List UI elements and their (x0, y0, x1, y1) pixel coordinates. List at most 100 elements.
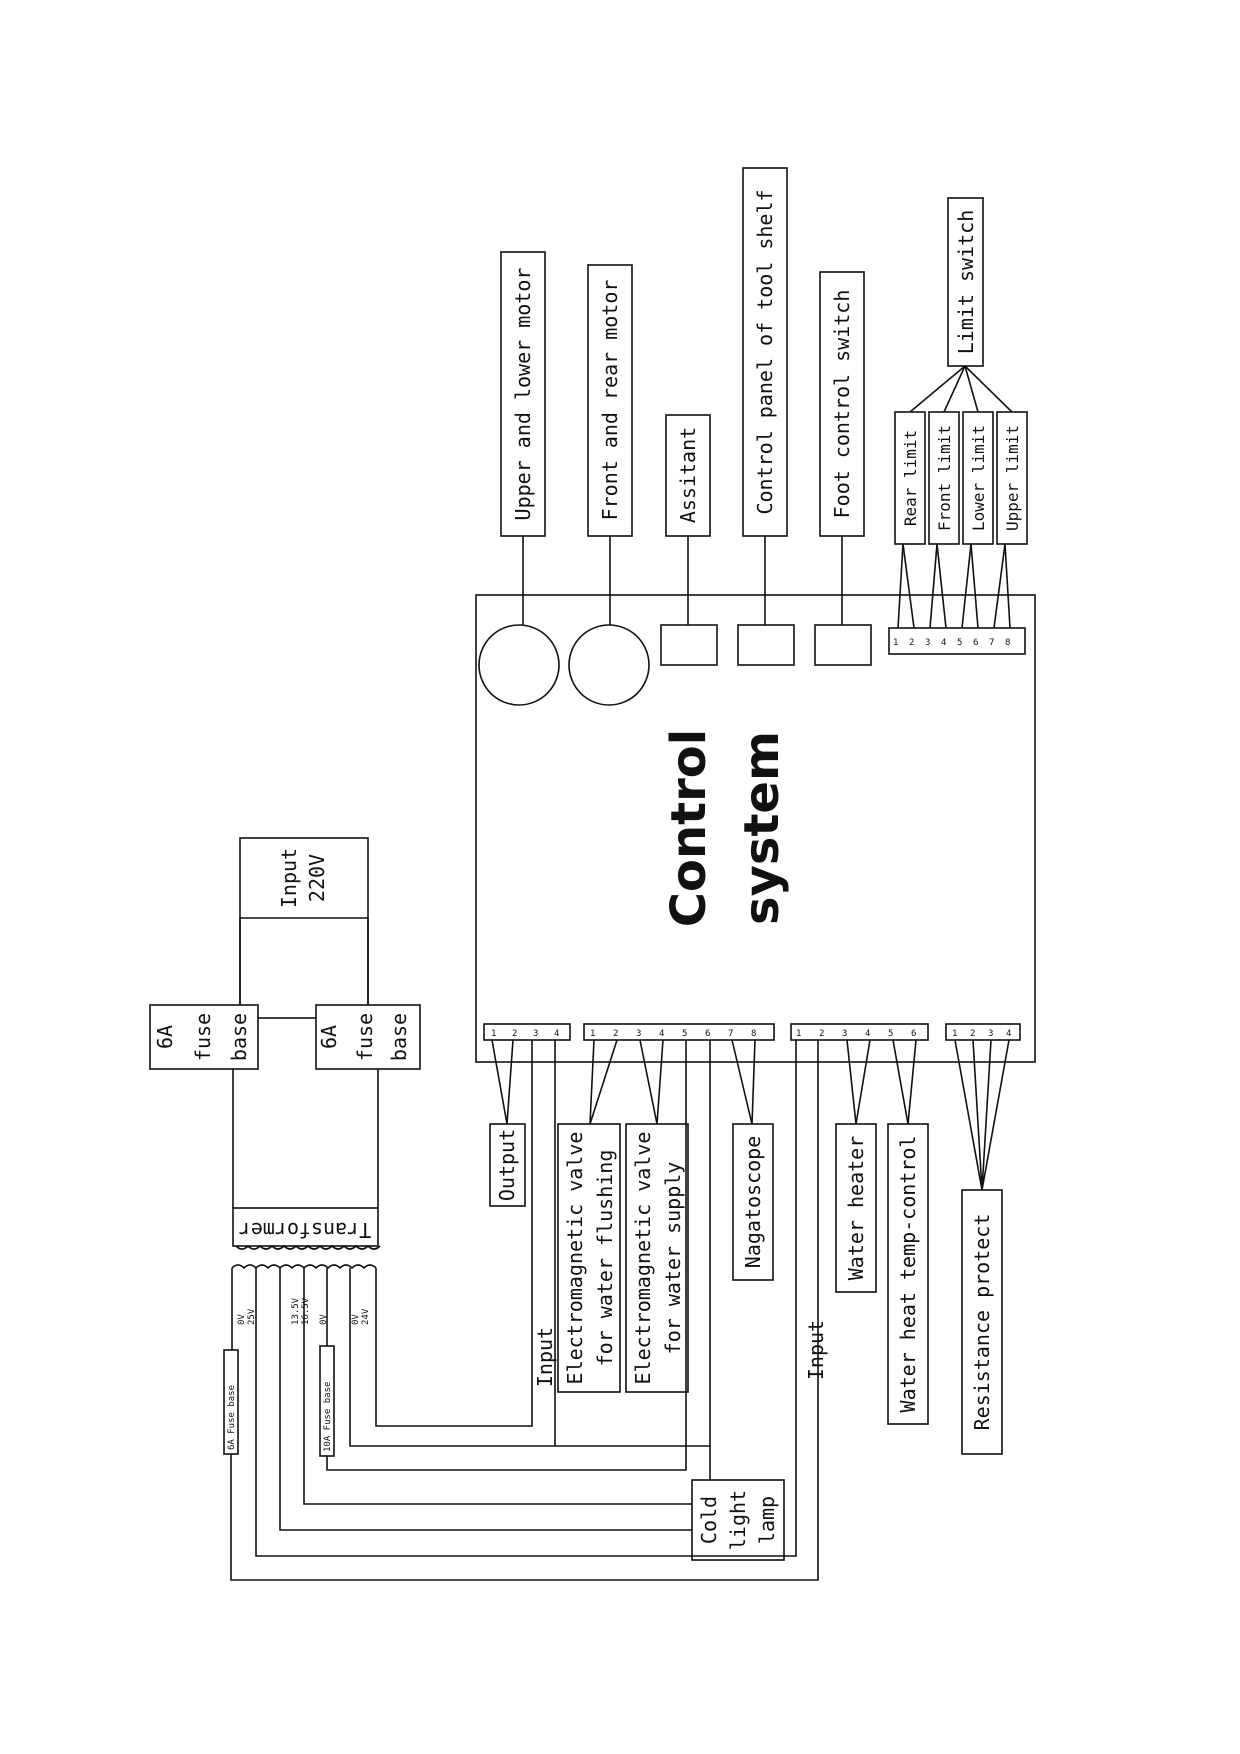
front-limit-label: Front limit (935, 425, 954, 531)
input-220v-line1: Input (277, 848, 301, 908)
svg-text:6: 6 (973, 638, 978, 648)
nagatoscope-box (732, 1123, 774, 1281)
svg-text:8: 8 (1005, 638, 1010, 648)
input-220v-line2: 220V (305, 854, 329, 902)
water-heater-label: Water heater (844, 1136, 868, 1281)
fuse-base-2-word2: base (387, 1013, 411, 1061)
transformer-box (232, 1207, 379, 1247)
resistance-protect-box (961, 1189, 1003, 1455)
fuse-base-1 (149, 1004, 259, 1070)
svg-text:4: 4 (941, 638, 946, 648)
limit-pin-connector (888, 627, 1026, 655)
limit-switch-label: Limit switch (954, 210, 978, 355)
connector-group-2: 1 2 3 4 5 6 7 8 (583, 1023, 775, 1041)
tool-shelf-panel-label: Control panel of tool shelf (753, 189, 777, 514)
front-rear-motor-symbol (568, 624, 650, 706)
fuse-base-1-amp: 6A (153, 1025, 177, 1049)
fuse-base-1-word1: fuse (191, 1013, 215, 1061)
connector-group-3: 1 2 3 4 5 6 (790, 1023, 929, 1041)
svg-text:2: 2 (512, 1029, 517, 1039)
svg-text:4: 4 (554, 1029, 559, 1039)
svg-text:1: 1 (491, 1029, 496, 1039)
upper-lower-motor-label: Upper and lower motor (511, 268, 535, 521)
heat-temp-control-box (887, 1123, 929, 1425)
valve-flushing-box (557, 1123, 621, 1393)
svg-text:7: 7 (989, 638, 994, 648)
svg-text:5: 5 (888, 1029, 893, 1039)
secondary-fuse-2-label: 10A Fuse base (323, 1382, 333, 1452)
svg-text:4: 4 (1006, 1029, 1011, 1039)
svg-text:7: 7 (728, 1029, 733, 1039)
fuse-base-1-word2: base (227, 1013, 251, 1061)
fuse-base-2-amp: 6A (317, 1025, 341, 1049)
output-label: Output (495, 1129, 519, 1201)
front-rear-motor-label: Front and rear motor (598, 280, 622, 521)
svg-text:5: 5 (957, 638, 962, 648)
svg-text:1: 1 (796, 1029, 801, 1039)
input-label-a: Input (533, 1327, 557, 1387)
cold-light-line1: Cold (697, 1496, 721, 1544)
foot-switch-label: Foot control switch (830, 290, 854, 519)
upper-lower-motor-box (500, 251, 546, 537)
svg-text:8: 8 (751, 1029, 756, 1039)
svg-text:6: 6 (705, 1029, 710, 1039)
connector-group-1: 1 2 3 4 (483, 1023, 571, 1041)
valve-flushing-line2: for water flushing (593, 1150, 617, 1367)
transformer-primary-coil (235, 1244, 381, 1250)
assistant-box (665, 414, 711, 537)
cold-light-line2: light (726, 1490, 750, 1550)
cold-light-lamp-box (691, 1479, 785, 1561)
svg-text:5: 5 (682, 1029, 687, 1039)
svg-text:3: 3 (842, 1029, 847, 1039)
lower-limit-box (962, 411, 994, 545)
transformer-secondary-coil (231, 1264, 377, 1270)
upper-lower-motor-symbol (478, 624, 560, 706)
valve-supply-line2: for water supply (661, 1162, 685, 1355)
svg-text:3: 3 (533, 1029, 538, 1039)
cold-light-line3: lamp (755, 1496, 779, 1544)
svg-text:1: 1 (893, 638, 898, 648)
nagatoscope-label: Nagatoscope (741, 1136, 765, 1268)
upper-limit-label: Upper limit (1003, 425, 1022, 531)
svg-text:2: 2 (970, 1029, 975, 1039)
valve-flushing-line1: Electromagnetic valve (563, 1132, 587, 1385)
lower-limit-label: Lower limit (969, 425, 988, 531)
svg-text:1: 1 (590, 1029, 595, 1039)
svg-text:2: 2 (909, 638, 914, 648)
fuse-base-2-word1: fuse (353, 1013, 377, 1061)
tool-shelf-connector (737, 624, 795, 666)
svg-text:1: 1 (952, 1029, 957, 1039)
tap-a-0: 0V (237, 1314, 247, 1325)
limit-switch-box (947, 197, 984, 367)
control-system-title-line1: Control (661, 729, 717, 927)
tap-d-0: 0V (351, 1314, 361, 1325)
svg-text:4: 4 (659, 1029, 664, 1039)
svg-text:3: 3 (636, 1029, 641, 1039)
tap-b-0: 13.5V (291, 1297, 301, 1325)
control-system-title-line2: system (734, 731, 790, 925)
front-limit-box (928, 411, 960, 545)
fuse-base-2 (315, 1004, 421, 1070)
assistant-connector (660, 624, 718, 666)
svg-text:3: 3 (925, 638, 930, 648)
limit-pin-numbers: 1 2 3 4 5 6 7 8 (893, 638, 1010, 648)
transformer-label: Transformer (239, 1218, 371, 1242)
limit-boxes: Rear limit Front limit Lower limit Upper… (894, 411, 1028, 545)
svg-text:2: 2 (613, 1029, 618, 1039)
valve-supply-line1: Electromagnetic valve (631, 1132, 655, 1385)
tap-d-1: 24V (361, 1308, 371, 1325)
tap-c-0: 0V (319, 1314, 329, 1325)
svg-text:2: 2 (819, 1029, 824, 1039)
heat-temp-control-label: Water heat temp-control (896, 1136, 920, 1413)
svg-text:4: 4 (865, 1029, 870, 1039)
rear-limit-box (894, 411, 926, 545)
secondary-fuse-1-label: 6A Fuse base (227, 1385, 237, 1450)
input-label-b: Input (804, 1320, 828, 1380)
foot-switch-box (819, 271, 865, 537)
rear-limit-label: Rear limit (901, 430, 920, 526)
connector-group-4: 1 2 3 4 (945, 1023, 1021, 1041)
valve-supply-box (625, 1123, 689, 1393)
resistance-protect-label: Resistance protect (970, 1214, 994, 1431)
tap-a-1: 25V (247, 1308, 257, 1325)
